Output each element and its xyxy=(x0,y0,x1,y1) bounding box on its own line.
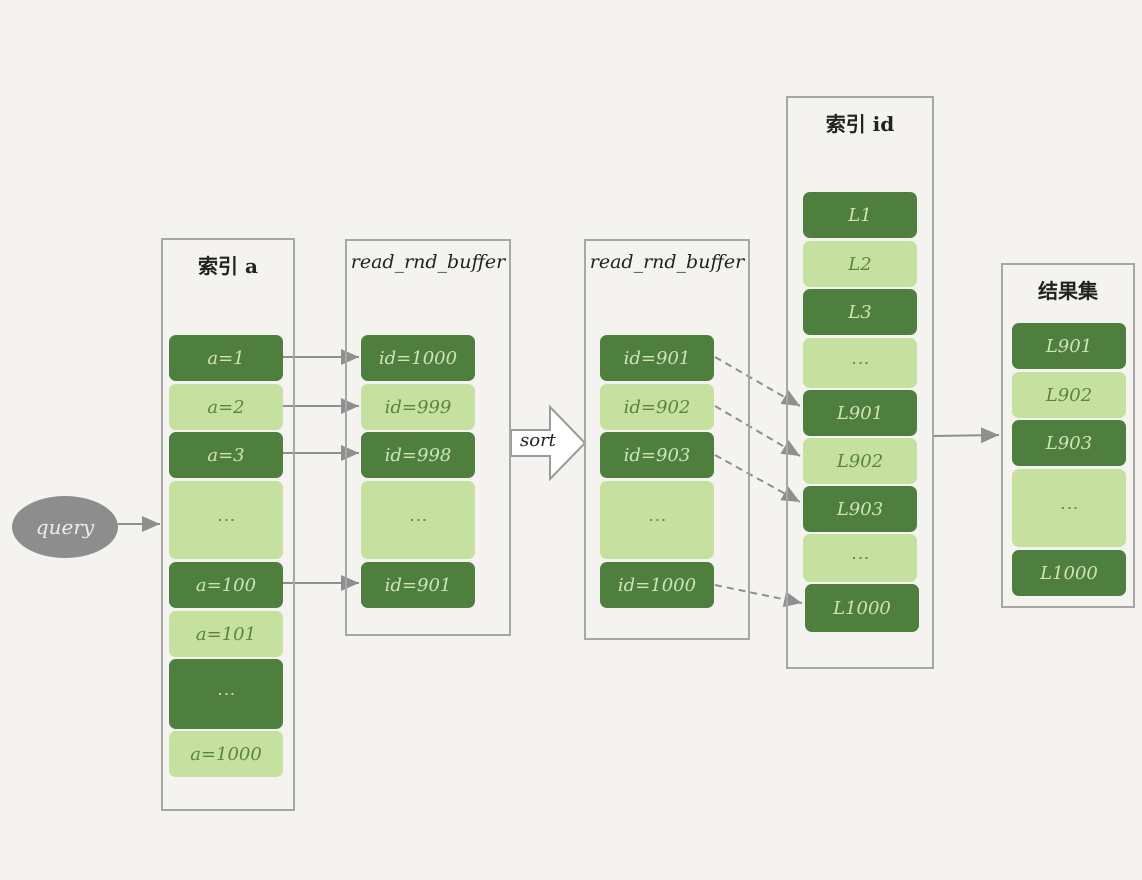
buffer-cell: id=998 xyxy=(361,432,475,478)
sort-label: sort xyxy=(520,430,556,451)
arrow-id902-to-L902 xyxy=(714,405,801,457)
index-id-cell: L903 xyxy=(803,486,917,532)
index-id-cell: L902 xyxy=(803,438,917,484)
sort-arrow xyxy=(510,404,587,482)
index-a-cell: a=1 xyxy=(169,335,283,381)
index-a-panel: 索引 a a=1 a=2 a=3 ⋮ a=100 a=101 ⋮ a=1000 xyxy=(161,238,295,811)
index-id-ellipsis: ⋮ xyxy=(803,338,917,388)
buffer-ellipsis: ⋮ xyxy=(600,481,714,559)
query-label: query xyxy=(35,515,95,539)
buffer-cell: id=1000 xyxy=(361,335,475,381)
arrow-to-result xyxy=(933,427,1000,444)
result-cell: L902 xyxy=(1012,372,1126,418)
buffer-panel-unsorted: read_rnd_buffer id=1000 id=999 id=998 ⋮ … xyxy=(345,239,511,636)
arrow-id901-to-L901 xyxy=(714,356,801,407)
result-cell: L901 xyxy=(1012,323,1126,369)
index-a-cell: a=3 xyxy=(169,432,283,478)
index-a-cell: a=101 xyxy=(169,611,283,657)
buffer-panel-sorted: read_rnd_buffer id=901 id=902 id=903 ⋮ i… xyxy=(584,239,750,640)
result-ellipsis: ⋮ xyxy=(1012,469,1126,547)
index-a-title: 索引 a xyxy=(198,254,258,278)
result-cell: L1000 xyxy=(1012,550,1126,596)
result-panel: 结果集 L901 L902 L903 ⋮ L1000 xyxy=(1001,263,1135,608)
index-id-title: 索引 id xyxy=(825,112,895,136)
buffer-title: read_rnd_buffer xyxy=(350,251,506,273)
buffer-cell: id=999 xyxy=(361,384,475,430)
index-id-cell: L2 xyxy=(803,241,917,287)
index-a-cell: a=2 xyxy=(169,384,283,430)
buffer-cell: id=901 xyxy=(361,562,475,608)
index-id-cell: L1 xyxy=(803,192,917,238)
buffer-cell: id=903 xyxy=(600,432,714,478)
index-a-cell: a=1000 xyxy=(169,731,283,777)
buffer-cell: id=1000 xyxy=(600,562,714,608)
index-id-panel: 索引 id L1 L2 L3 ⋮ L901 L902 L903 ⋮ L1000 xyxy=(786,96,934,669)
result-title: 结果集 xyxy=(1038,279,1098,303)
index-a-cell: a=100 xyxy=(169,562,283,608)
buffer-title: read_rnd_buffer xyxy=(589,251,745,273)
buffer-cell: id=901 xyxy=(600,335,714,381)
index-id-cell: L3 xyxy=(803,289,917,335)
buffer-cell: id=902 xyxy=(600,384,714,430)
result-cell: L903 xyxy=(1012,420,1126,466)
query-node: query xyxy=(12,496,118,558)
index-a-ellipsis: ⋮ xyxy=(169,659,283,729)
index-id-cell: L1000 xyxy=(805,584,919,632)
buffer-ellipsis: ⋮ xyxy=(361,481,475,559)
index-id-ellipsis: ⋮ xyxy=(803,534,917,582)
arrow-id903-to-L903 xyxy=(714,454,801,503)
index-id-cell: L901 xyxy=(803,390,917,436)
index-a-ellipsis: ⋮ xyxy=(169,481,283,559)
